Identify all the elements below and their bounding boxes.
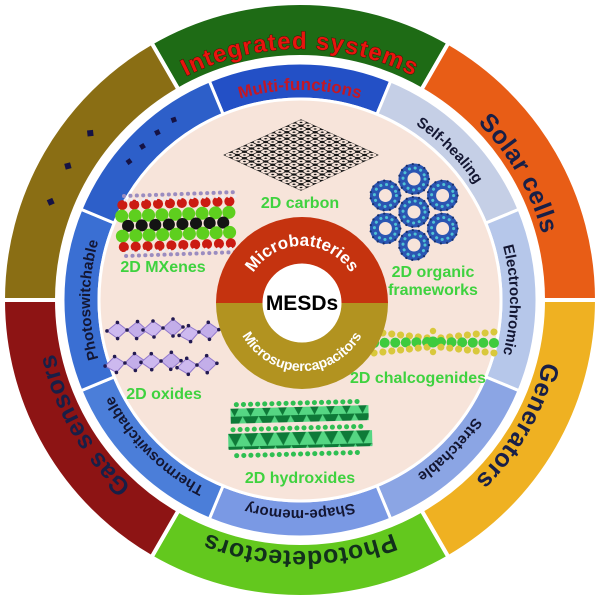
func-label-electrochromic: Electrochromic <box>499 243 523 357</box>
material-label-mxenes: 2D MXenes <box>120 259 205 276</box>
material-labels: 2D carbon 2D organic frameworks 2D MXene… <box>120 195 486 487</box>
material-label-oxides: 2D oxides <box>126 386 202 403</box>
material-label-organic-1: 2D organic <box>392 264 475 281</box>
core-center-circle <box>262 263 342 343</box>
hydroxide-structure-image <box>228 398 373 459</box>
graphene-lattice-image <box>223 119 379 191</box>
ellipsis-dots-outer <box>46 129 94 206</box>
core-top-half-microbatteries <box>216 217 388 303</box>
material-label-hydroxides: 2D hydroxides <box>245 470 355 487</box>
outer-segment-ellipsis <box>0 40 182 302</box>
core-center-label: MESDs <box>266 292 338 315</box>
core-donut: MESDs <box>216 217 388 389</box>
material-label-chalcogenides: 2D chalcogenides <box>350 370 486 387</box>
material-label-carbon: 2D carbon <box>261 195 339 212</box>
chalcogenide-structure-image <box>374 328 494 355</box>
ellipsis-dots-inner <box>125 116 178 166</box>
core-bottom-half-microsupercapacitors <box>216 303 388 389</box>
material-label-organic-2: frameworks <box>388 282 478 299</box>
mxene-structure-image <box>115 190 249 258</box>
